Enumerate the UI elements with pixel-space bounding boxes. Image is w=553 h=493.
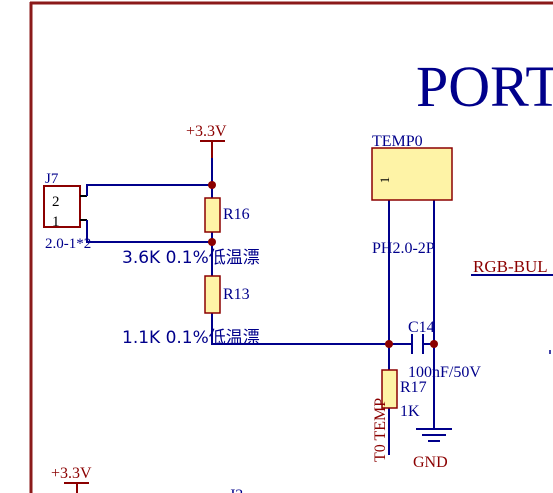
junction-dot	[208, 181, 216, 189]
temp0-designator: TEMP0	[372, 133, 423, 150]
wire-j7-pin1-to-node	[86, 220, 212, 243]
wire-r13-to-t0-net	[211, 313, 412, 345]
junction-dot	[385, 340, 393, 348]
gnd-label: GND	[413, 454, 448, 471]
r16-designator: R16	[223, 206, 250, 223]
r13-designator: R13	[223, 286, 250, 303]
connector-j7[interactable]: J7 2 1 2.0-1*2	[43, 171, 91, 252]
power-port-top: +3.3V	[186, 123, 227, 158]
temp0-body	[371, 147, 453, 201]
c14-designator: C14	[408, 319, 435, 336]
net-label-rgb: RGB-BUL	[473, 257, 548, 276]
j7-footprint: 2.0-1*2	[45, 236, 91, 252]
sheet-title: PORT	[416, 54, 553, 119]
j3-designator-partial: J3	[229, 487, 243, 493]
wires	[86, 158, 553, 455]
connector-temp0[interactable]: TEMP0 1 PH2.0-2P	[371, 133, 453, 257]
junction-dot	[430, 340, 438, 348]
r17-designator: R17	[400, 379, 427, 396]
resistor-r17[interactable]: R17 1K	[381, 369, 427, 420]
j7-body	[43, 185, 81, 228]
sheet-frame	[29, 1, 553, 493]
j7-pin2-label: 2	[52, 194, 60, 210]
r13-body	[204, 275, 221, 314]
r13-value: 1.1K 0.1%低温漂	[122, 328, 260, 348]
junctions	[208, 181, 438, 348]
net-label-t0-temp: T0 TEMP	[372, 398, 389, 462]
junction-dot	[208, 238, 216, 246]
resistor-r13[interactable]: R13 1.1K 0.1%低温漂	[122, 275, 260, 348]
temp0-pin-label: 1	[377, 177, 392, 184]
c14-value: 100nF/50V	[408, 364, 481, 381]
r17-value: 1K	[400, 403, 420, 420]
r16-value: 3.6K 0.1%低温漂	[122, 248, 260, 268]
power-port-bottom: +3.3V	[51, 465, 92, 493]
gnd-symbol: GND	[413, 428, 452, 471]
r16-body	[204, 197, 221, 233]
r17-body	[381, 369, 398, 409]
capacitor-c14[interactable]: C14 100nF/50V	[408, 319, 481, 381]
j7-designator: J7	[45, 171, 59, 187]
resistor-r16[interactable]: R16 3.6K 0.1%低温漂	[122, 197, 260, 268]
wire-j7-pin2-to-vcc	[86, 184, 212, 196]
temp0-footprint: PH2.0-2P	[372, 240, 435, 257]
power-label-bottom: +3.3V	[51, 465, 92, 482]
j7-pin1-label: 1	[52, 214, 60, 230]
power-label-top: +3.3V	[186, 123, 227, 140]
